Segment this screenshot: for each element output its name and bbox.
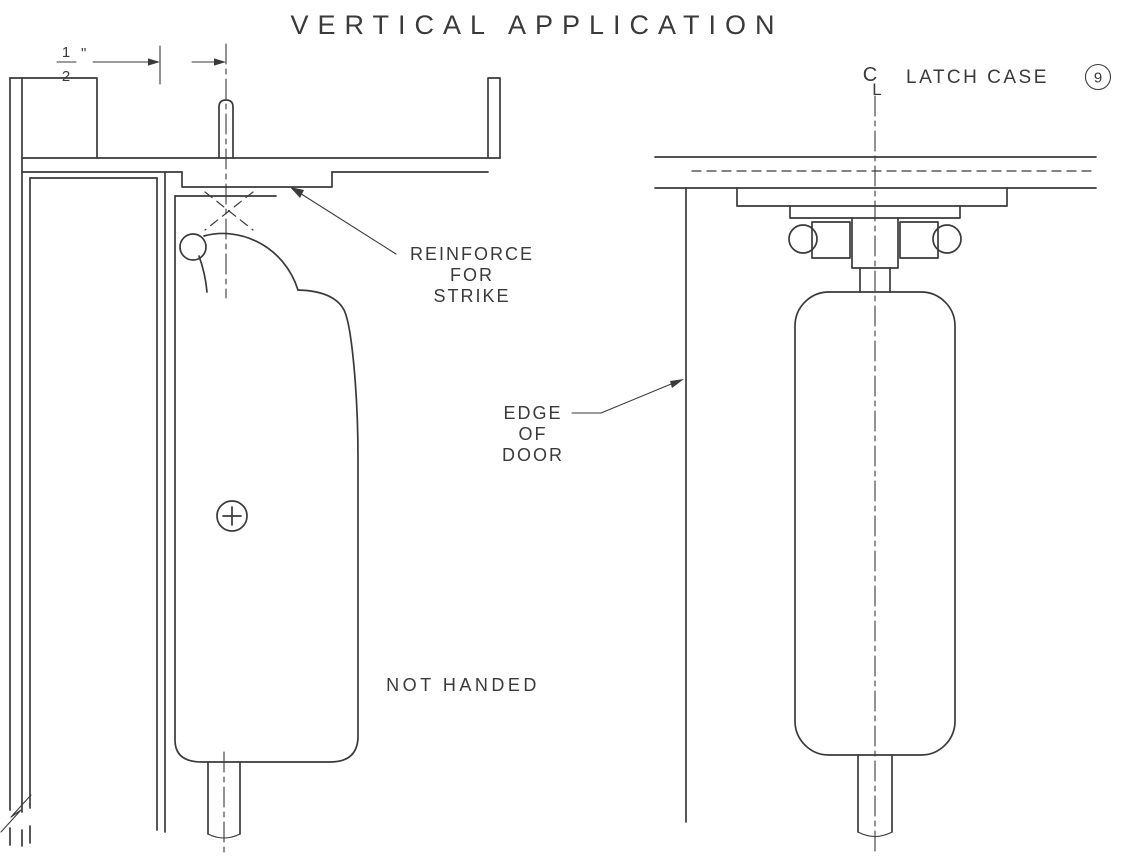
door-frame-head-section bbox=[9, 77, 501, 847]
phillips-screw-icon bbox=[216, 500, 248, 532]
callout-text-line: DOOR bbox=[502, 445, 564, 465]
dimension-numerator: 1 bbox=[62, 44, 70, 61]
roller-right bbox=[932, 224, 962, 254]
dimension-unit: " bbox=[81, 45, 86, 62]
latch-case-body-side bbox=[174, 195, 359, 763]
strike-plate-front bbox=[736, 187, 1008, 207]
leader-arrow bbox=[290, 187, 304, 198]
door-slab-section bbox=[29, 171, 166, 844]
half-inch-dimension: 1 2 " bbox=[56, 44, 226, 85]
roller-left bbox=[788, 224, 818, 254]
right-front-view bbox=[654, 95, 1097, 857]
leader-line bbox=[571, 381, 677, 414]
left-section-view bbox=[0, 43, 501, 853]
frame-line bbox=[487, 77, 501, 159]
frame-line bbox=[9, 77, 98, 159]
not-handed-label: NOT HANDED bbox=[386, 675, 540, 695]
dimension-arrow bbox=[148, 58, 160, 66]
detail-number: 9 bbox=[1094, 70, 1102, 87]
dimension-denominator: 2 bbox=[62, 68, 70, 85]
screw-cross bbox=[222, 506, 242, 526]
latch-roller-side bbox=[179, 233, 207, 261]
leader-arrow bbox=[670, 379, 684, 388]
strike-plate-section bbox=[181, 171, 333, 188]
strike-pin bbox=[218, 99, 234, 159]
reinforce-for-strike-callout: REINFORCE FOR STRIKE bbox=[290, 187, 534, 306]
detail-number-badge bbox=[1084, 63, 1112, 91]
nut-right bbox=[899, 221, 939, 259]
centerline-symbol-c: C bbox=[863, 64, 877, 86]
latch-case-callout: C L LATCH CASE 9 bbox=[863, 63, 1112, 99]
nut-left bbox=[811, 221, 851, 259]
callout-text-line: OF bbox=[519, 424, 548, 444]
spindle-neck bbox=[859, 267, 891, 293]
hidden-line bbox=[204, 191, 254, 231]
screw-head bbox=[216, 500, 248, 532]
centerline-symbol-l: L bbox=[872, 80, 881, 99]
break-line bbox=[0, 794, 32, 833]
callout-text-line: FOR bbox=[450, 265, 494, 285]
leader-line bbox=[294, 189, 397, 255]
hidden-pivot-lines bbox=[204, 191, 254, 231]
latch-cam bbox=[203, 232, 299, 291]
callout-text-line: REINFORCE bbox=[410, 244, 534, 264]
drawing-title: VERTICAL APPLICATION bbox=[290, 10, 783, 40]
latch-cam-lower bbox=[198, 255, 208, 293]
edge-of-door-callout: EDGE OF DOOR bbox=[502, 379, 684, 465]
callout-text-line: EDGE bbox=[503, 403, 562, 423]
dimension-arrow bbox=[214, 58, 226, 66]
callout-text-line: STRIKE bbox=[433, 286, 510, 306]
latch-case-label: LATCH CASE bbox=[906, 67, 1049, 88]
